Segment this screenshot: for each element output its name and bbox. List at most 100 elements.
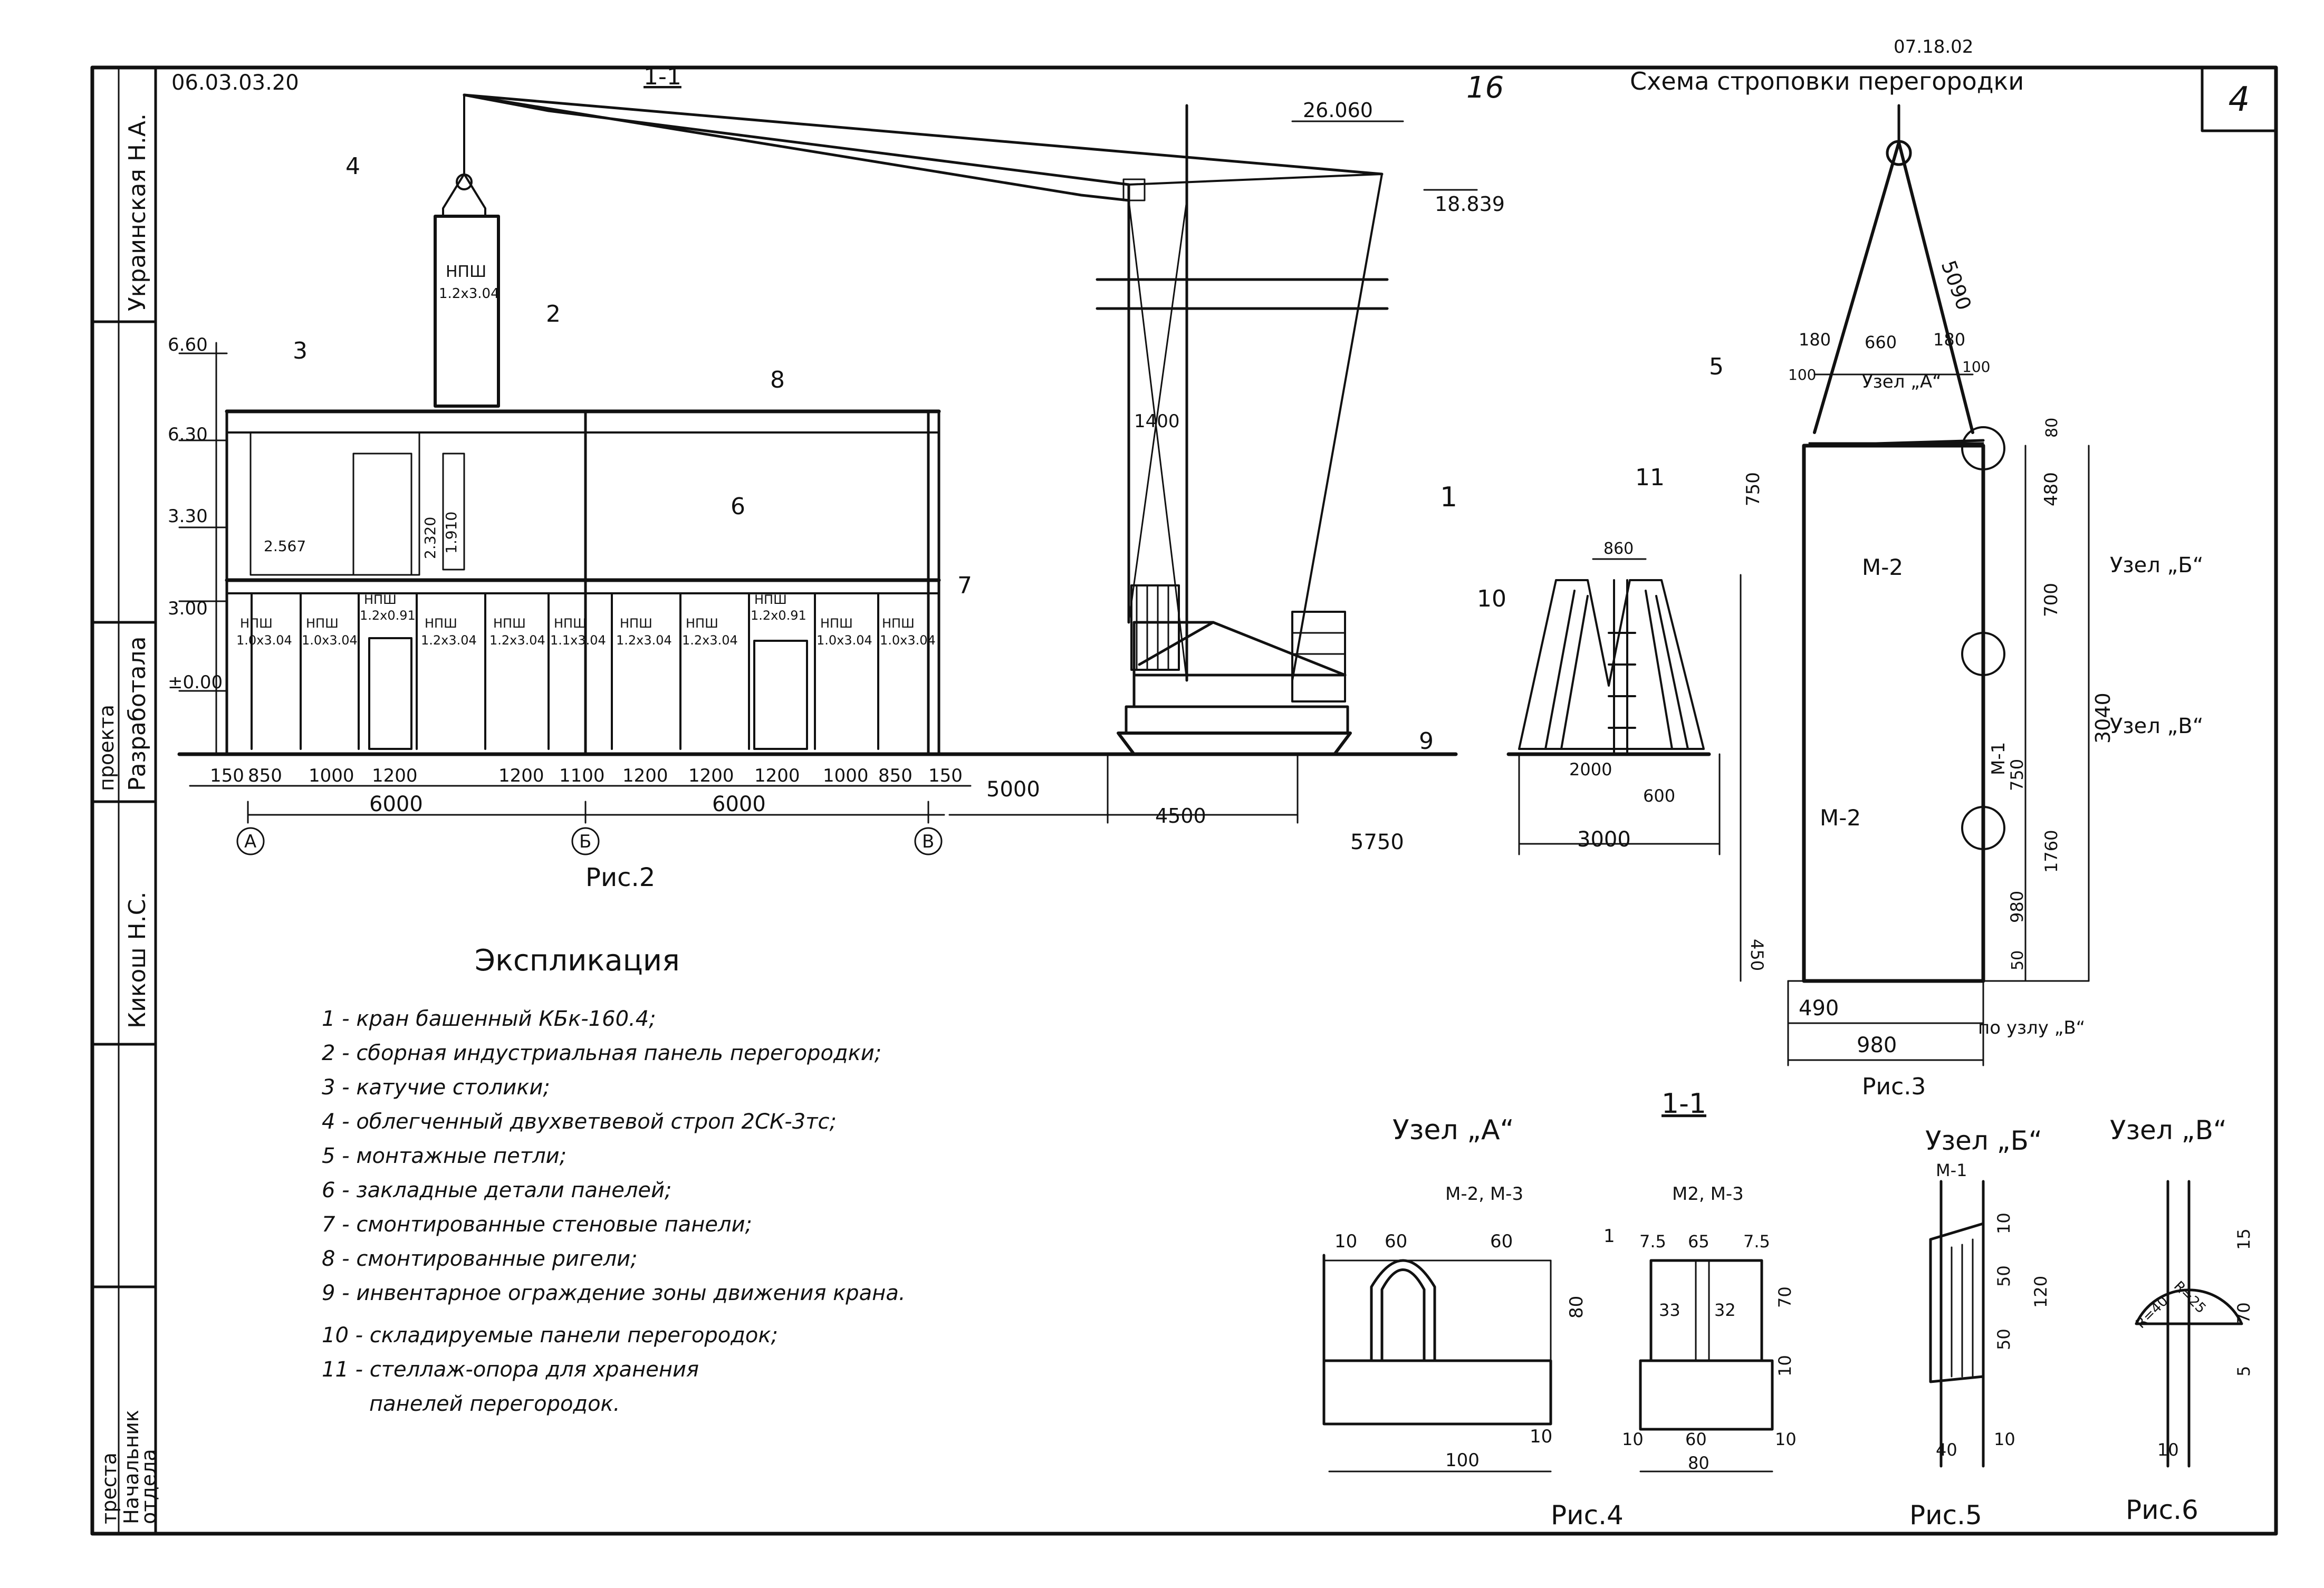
section11-dim: 10 [1775, 1429, 1797, 1449]
callout-9: 9 [1419, 728, 1434, 755]
fig3-dim: 5090 [1937, 257, 1976, 313]
section11-dim: 10 [1775, 1355, 1795, 1377]
fig6-dim: R=40 [2133, 1293, 2172, 1332]
panel-name: НПШ [240, 616, 273, 631]
legend-item: 3 - катучие столики; [322, 1075, 550, 1100]
fig3-dim: 80 [2043, 418, 2061, 438]
boom-dim: 1400 [1134, 411, 1180, 432]
sheet-code: 06.03.03.20 [171, 71, 299, 95]
panel-size: 1.2х3.04 [421, 633, 477, 648]
fig2-caption: Рис.2 [585, 863, 655, 892]
fig4-dim: 10 [1334, 1231, 1357, 1252]
span-dim: 1000 [309, 765, 354, 786]
fig3-labels: М-2 М-1 М-2 Узел „А“ Узел „Б“ Узел „В“ п… [1709, 257, 2203, 1100]
legend-item: 11 - стеллаж-опора для хранения [322, 1358, 699, 1382]
span-dim: 150 [210, 765, 244, 786]
fig5-drawing [1929, 1180, 1985, 1468]
storage-rack [1518, 558, 1705, 755]
callout-4: 4 [345, 153, 360, 180]
axis-dim: 6000 [369, 792, 423, 816]
section-1-1-drawing [1639, 1259, 1774, 1472]
page-number: 16 [1466, 71, 1504, 105]
panel-name: НПШ [882, 616, 915, 631]
callout-7: 7 [957, 572, 972, 599]
fig5-dim: 50 [1994, 1265, 2014, 1287]
inner-dim: 2.320 [421, 517, 439, 559]
role-head: Начальник [120, 1410, 143, 1524]
axis-bubble-a [236, 827, 265, 855]
fig4-label: М-2, М-3 [1445, 1183, 1523, 1205]
elevation-marks [178, 120, 1478, 755]
section11-heading: 1-1 [1662, 1088, 1706, 1120]
wall-panel-labels: НПШ 1.0х3.04 НПШ 1.0х3.04 НПШ 1.2х0.91 Н… [236, 512, 936, 648]
fig3-label: М-2 [1820, 805, 1861, 831]
axis-label-v: В [922, 831, 934, 852]
fig4-heading: Узел „А“ [1393, 1114, 1514, 1146]
fig4-dim: 10 [1530, 1426, 1552, 1447]
legend-item: 5 - монтажные петли; [322, 1144, 566, 1168]
callout-6: 6 [731, 493, 745, 520]
panel-size: 1.2х0.91 [751, 608, 806, 623]
fig3-dim: 750 [2007, 759, 2027, 791]
panel-name: НПШ [306, 616, 339, 631]
axis-dim: 2000 [1569, 759, 1612, 779]
fig3-dim: 100 [1788, 366, 1816, 383]
fig4-dim: 100 [1445, 1450, 1480, 1471]
span-dim: 1200 [622, 765, 668, 786]
fig3-label: Узел „А“ [1862, 371, 1942, 392]
panel-name: НПШ [820, 616, 853, 631]
axis-dim: 5000 [986, 777, 1040, 802]
legend-item: панелей перегородок. [369, 1392, 620, 1416]
role-project: проекта [95, 705, 118, 791]
axis-label-a: А [244, 831, 256, 852]
role-trust: треста [98, 1452, 121, 1524]
fig4-caption: Рис.4 [1551, 1500, 1624, 1531]
tower-crane [442, 93, 1389, 756]
axis-dim: 3000 [1577, 827, 1631, 852]
axis-bubble-b [571, 827, 600, 855]
panel-name: НПШ [493, 616, 526, 631]
fig6-dim: 15 [2234, 1228, 2254, 1250]
section11-dim: 32 [1714, 1300, 1736, 1320]
fig4-dim: 60 [1385, 1231, 1407, 1252]
legend-item: 9 - инвентарное ограждение зоны движения… [322, 1281, 906, 1305]
section-mark-top: 1-1 [644, 63, 681, 90]
fig6-dim: 70 [2234, 1302, 2254, 1324]
fig5-caption: Рис.5 [1909, 1500, 1982, 1531]
elevation-26060: 26.060 [1303, 99, 1373, 122]
fig5-dim: 50 [1994, 1329, 2014, 1350]
panel-name: НПШ [425, 616, 457, 631]
panel-size: 1.0х3.04 [236, 633, 292, 648]
fig3-dim: 180 [1799, 330, 1831, 350]
fig3-label: М-1 [1988, 742, 2009, 775]
elevation-330: 3.30 [168, 506, 208, 527]
section11-dim: 65 [1688, 1231, 1710, 1252]
axis-bubble-v [914, 827, 943, 855]
hanging-panel [434, 215, 500, 408]
legend: Экспликация 1 - кран башенный КБк-160.4;… [322, 944, 906, 1416]
callout-2: 2 [546, 301, 561, 328]
span-dim: 1200 [372, 765, 418, 786]
span-dim: 850 [878, 765, 913, 786]
span-dim: 1200 [754, 765, 800, 786]
fig3-dim: 1760 [2041, 830, 2061, 873]
span-dim: 1000 [823, 765, 869, 786]
fig6-dim: 5 [2234, 1366, 2254, 1377]
section11-dim: 60 [1685, 1429, 1707, 1449]
section11-dim: 7.5 [1639, 1231, 1666, 1252]
panel-name: НПШ [554, 616, 587, 631]
axis-dim: 6000 [712, 792, 766, 816]
legend-item: 1 - кран башенный КБк-160.4; [322, 1007, 656, 1031]
fig6-dim: 10 [2157, 1440, 2179, 1460]
fig3-dim: 3040 [2091, 692, 2115, 744]
fig3-dim: 750 [1743, 472, 1764, 506]
inner-dim: 1.910 [443, 512, 460, 554]
panel-size: 1.0х3.04 [817, 633, 872, 648]
span-dim: 1200 [498, 765, 544, 786]
fig4-dim: 1 [1603, 1226, 1615, 1247]
hanging-panel-name: НПШ [446, 263, 486, 281]
fig5-dim: 120 [2031, 1276, 2051, 1308]
section11-dim: 80 [1688, 1453, 1710, 1473]
building-frame [225, 409, 941, 756]
